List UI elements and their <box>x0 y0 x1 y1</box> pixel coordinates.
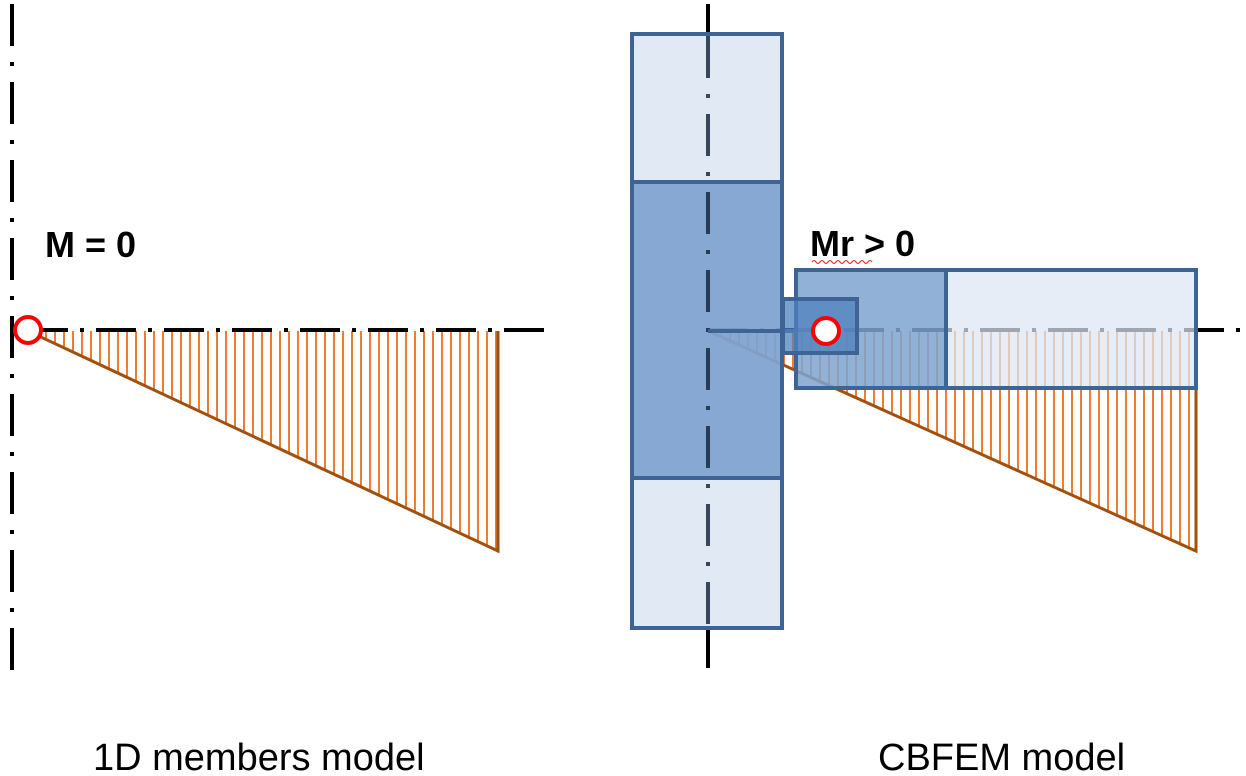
right-moment-diagram-outline <box>707 329 1198 554</box>
spellcheck-underline <box>811 259 873 265</box>
left-moment-diagram-outline <box>27 329 500 554</box>
right-panel: Mr > 0 CBFEM model <box>630 4 1242 776</box>
right-moment-label: Mr > 0 <box>810 223 915 264</box>
right-hinge-icon <box>811 316 841 346</box>
left-caption: 1D members model <box>93 737 425 776</box>
left-moment-label: M = 0 <box>45 224 136 265</box>
left-panel: M = 0 1D members model <box>10 4 548 776</box>
beam-light-segment <box>944 268 1198 390</box>
right-caption: CBFEM model <box>878 737 1125 776</box>
left-hinge-icon <box>13 315 43 345</box>
